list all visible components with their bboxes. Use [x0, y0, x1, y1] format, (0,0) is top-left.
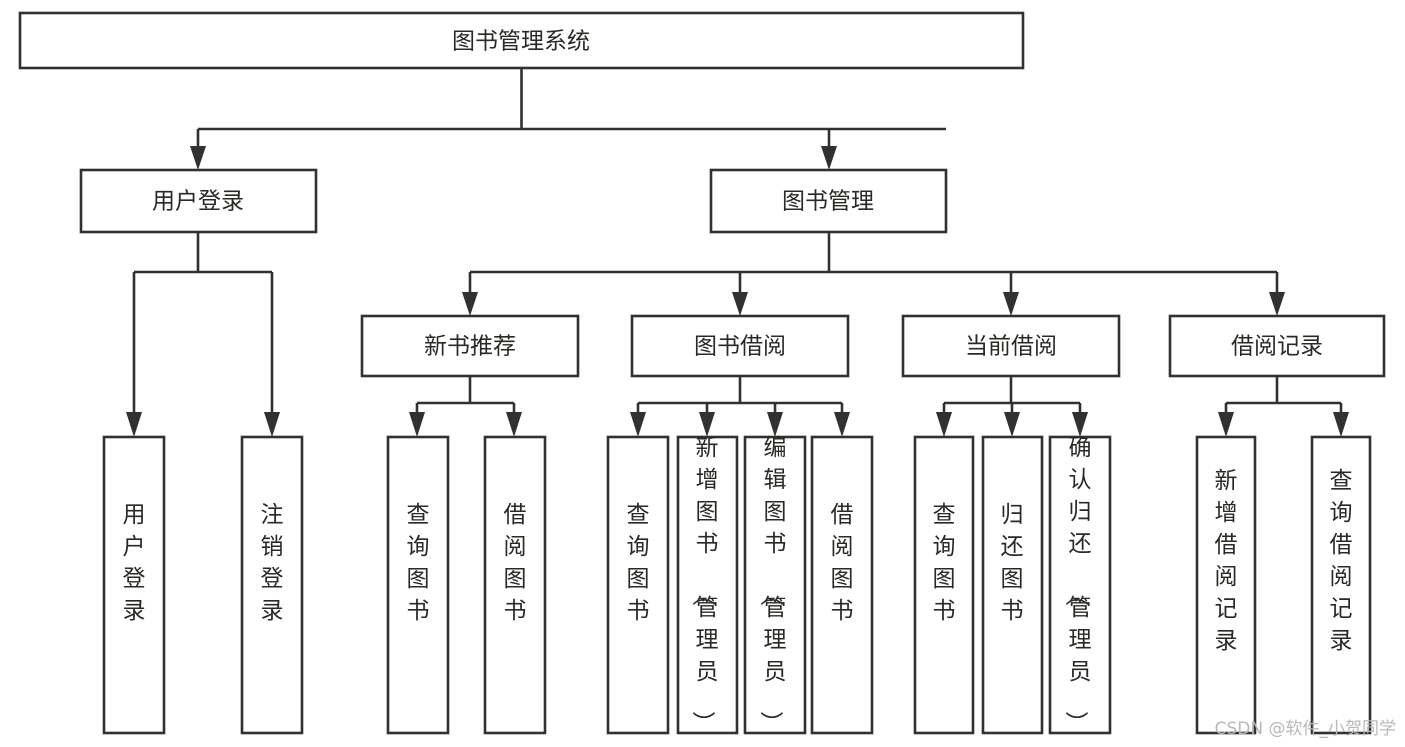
node-book-manage-label: 图书管理	[782, 189, 874, 215]
arrowhead-leaf-borrow-book-2	[834, 412, 850, 437]
node-leaf-query-book-2[interactable]: 查询图书	[606, 435, 670, 735]
arrowhead-user-login	[190, 146, 206, 170]
node-leaf-confirm-return[interactable]: 确认归还（管理员）	[1048, 435, 1112, 735]
arrowhead-leaf-edit-book	[767, 412, 783, 437]
node-leaf-user-login-box[interactable]	[102, 435, 166, 735]
node-book-borrow-box[interactable]	[630, 314, 850, 378]
node-leaf-add-record[interactable]: 新增借阅记录	[1195, 435, 1257, 735]
node-leaf-user-logout-label: 注销登录	[261, 502, 284, 624]
node-borrow-record-box[interactable]	[1168, 314, 1386, 378]
arrowhead-leaf-query-record	[1333, 412, 1349, 437]
node-new-book-recommend-label: 新书推荐	[424, 334, 516, 360]
node-book-borrow-label: 图书借阅	[694, 334, 786, 360]
node-leaf-user-login[interactable]: 用户登录	[102, 435, 166, 735]
arrowhead-book-borrow	[732, 292, 748, 316]
node-leaf-borrow-book-1-label: 借阅图书	[504, 502, 527, 624]
node-leaf-return-book[interactable]: 归还图书	[981, 435, 1044, 735]
node-leaf-return-book-box[interactable]	[981, 435, 1044, 735]
arrowhead-book-manage	[821, 146, 837, 170]
node-current-borrow-box[interactable]	[901, 314, 1121, 378]
node-leaf-user-logout[interactable]: 注销登录	[240, 435, 304, 735]
node-leaf-query-record-label: 查询借阅记录	[1330, 468, 1353, 654]
node-leaf-confirm-return-label: 确认归还（管理员）	[1063, 435, 1092, 734]
node-leaf-borrow-book-1-box[interactable]	[483, 435, 547, 735]
node-root-box[interactable]	[18, 11, 1025, 70]
node-current-borrow-label: 当前借阅	[965, 334, 1057, 360]
node-leaf-borrow-book-2-box[interactable]	[810, 435, 874, 735]
node-leaf-add-book[interactable]: 新增图书（管理员）	[676, 435, 739, 735]
node-leaf-return-book-label: 归还图书	[1001, 502, 1024, 624]
node-leaf-edit-book-label: 编辑图书（管理员）	[758, 435, 787, 734]
arrowhead-leaf-user-logout	[264, 412, 280, 437]
node-leaf-add-record-box[interactable]	[1195, 435, 1257, 735]
node-borrow-record-label: 借阅记录	[1231, 334, 1323, 360]
node-user-login-box[interactable]	[79, 168, 318, 234]
node-borrow-record[interactable]: 借阅记录	[1168, 314, 1386, 378]
node-user-login-label: 用户登录	[152, 189, 244, 215]
node-book-manage[interactable]: 图书管理	[709, 168, 948, 234]
node-leaf-add-book-label: 新增图书（管理员）	[690, 435, 719, 734]
arrowhead-leaf-query-book-1	[409, 412, 425, 437]
node-leaf-borrow-book-2[interactable]: 借阅图书	[810, 435, 874, 735]
arrowhead-leaf-add-record	[1218, 412, 1234, 437]
node-leaf-query-book-1-box[interactable]	[386, 435, 450, 735]
connector-layer	[126, 68, 1349, 437]
node-leaf-query-record[interactable]: 查询借阅记录	[1310, 435, 1372, 735]
arrowhead-current-borrow	[1003, 292, 1019, 316]
arrowhead-leaf-add-book	[699, 412, 715, 437]
node-leaf-edit-book-box[interactable]	[743, 435, 807, 735]
node-book-borrow[interactable]: 图书借阅	[630, 314, 850, 378]
node-user-login[interactable]: 用户登录	[79, 168, 318, 234]
arrowhead-leaf-return-book	[1004, 412, 1020, 437]
node-leaf-query-book-1-label: 查询图书	[407, 502, 430, 624]
node-leaf-confirm-return-box[interactable]	[1048, 435, 1112, 735]
arrowhead-leaf-borrow-book-1	[506, 412, 522, 437]
node-leaf-user-logout-box[interactable]	[240, 435, 304, 735]
arrowhead-leaf-user-login	[126, 412, 142, 437]
node-current-borrow[interactable]: 当前借阅	[901, 314, 1121, 378]
node-leaf-query-book-1[interactable]: 查询图书	[386, 435, 450, 735]
node-leaf-add-record-label: 新增借阅记录	[1215, 468, 1238, 654]
node-leaf-query-book-3-label: 查询图书	[933, 502, 956, 624]
arrowhead-borrow-record	[1269, 292, 1285, 316]
node-book-manage-box[interactable]	[709, 168, 948, 234]
watermark-label: CSDN @软件_小贺同学	[1215, 719, 1396, 739]
node-new-book-recommend[interactable]: 新书推荐	[360, 314, 580, 378]
node-leaf-query-book-3-box[interactable]	[913, 435, 975, 735]
arrowhead-new-book-recommend	[462, 292, 478, 316]
node-root[interactable]: 图书管理系统	[18, 11, 1025, 70]
arrowhead-leaf-query-book-2	[630, 412, 646, 437]
node-leaf-query-record-box[interactable]	[1310, 435, 1372, 735]
arrowhead-leaf-confirm-return	[1072, 412, 1088, 437]
node-leaf-query-book-3[interactable]: 查询图书	[913, 435, 975, 735]
node-leaf-borrow-book-2-label: 借阅图书	[831, 502, 854, 624]
arrowhead-leaf-query-book-3	[936, 412, 952, 437]
node-leaf-user-login-label: 用户登录	[123, 502, 146, 624]
node-leaf-borrow-book-1[interactable]: 借阅图书	[483, 435, 547, 735]
node-leaf-query-book-2-label: 查询图书	[627, 502, 650, 624]
node-leaf-add-book-box[interactable]	[676, 435, 739, 735]
node-new-book-recommend-box[interactable]	[360, 314, 580, 378]
node-root-label: 图书管理系统	[452, 29, 590, 55]
node-leaf-edit-book[interactable]: 编辑图书（管理员）	[743, 435, 807, 735]
node-leaf-query-book-2-box[interactable]	[606, 435, 670, 735]
